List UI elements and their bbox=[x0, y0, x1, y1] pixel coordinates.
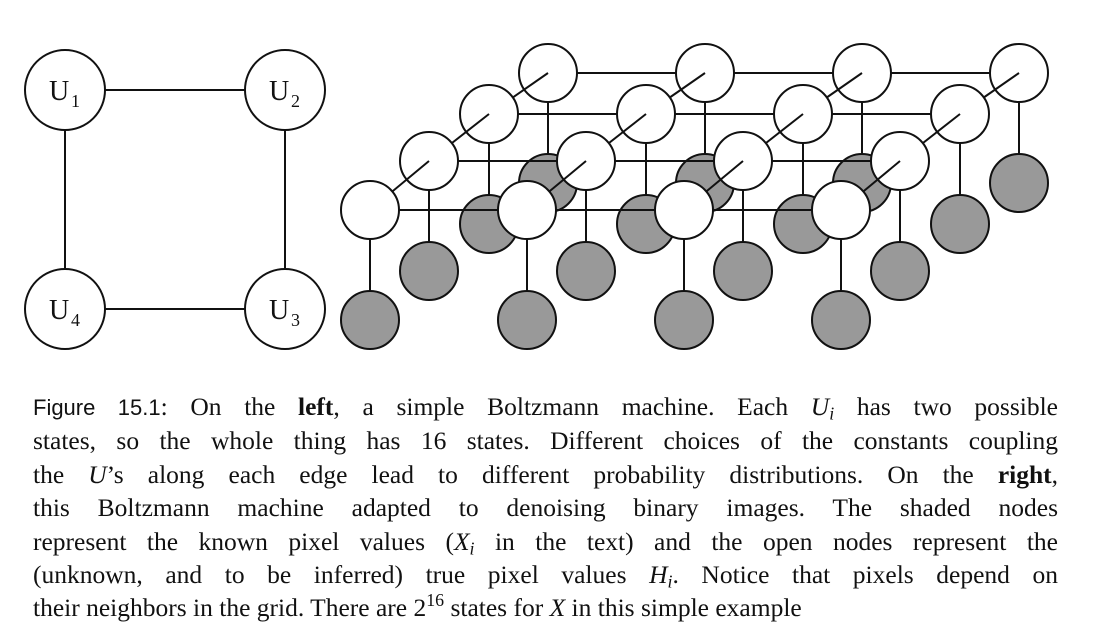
node-u4-subscript: 4 bbox=[71, 310, 80, 330]
figure-graphic: U 1 U 2 U 3 U 4 bbox=[24, 43, 1049, 350]
node-u1: U 1 bbox=[24, 49, 106, 131]
node-u2: U 2 bbox=[244, 49, 326, 131]
node-u1-subscript: 1 bbox=[71, 91, 80, 111]
grid-row-3 bbox=[399, 113, 961, 301]
node-u2-letter: U bbox=[269, 76, 289, 107]
observed-pixel-node bbox=[340, 290, 400, 350]
observed-pixel-node bbox=[989, 153, 1049, 213]
node-u3-subscript: 3 bbox=[291, 310, 300, 330]
caption-line-7: their neighbors in the grid. There are 2… bbox=[33, 590, 802, 623]
caption-line-5: represent the known pixel values (Xi in … bbox=[33, 526, 1058, 559]
node-u4-letter: U bbox=[49, 295, 69, 326]
caption-line-3: the U’s along each edge lead to differen… bbox=[33, 459, 1059, 489]
node-u1-letter: U bbox=[49, 76, 69, 107]
simple-boltzmann-machine: U 1 U 2 U 3 U 4 bbox=[24, 49, 326, 350]
bold-right: right bbox=[997, 459, 1052, 489]
observed-pixel-node bbox=[654, 290, 714, 350]
observed-pixel-node bbox=[870, 241, 930, 301]
node-u3-letter: U bbox=[269, 295, 289, 326]
hidden-pixel-node bbox=[811, 180, 871, 240]
observed-pixel-node bbox=[556, 241, 616, 301]
caption-line-2: states, so the whole thing has 16 states… bbox=[33, 426, 1058, 456]
hidden-pixel-node bbox=[340, 180, 400, 240]
observed-pixel-node bbox=[713, 241, 773, 301]
node-u4: U 4 bbox=[24, 268, 106, 350]
hidden-pixel-node bbox=[654, 180, 714, 240]
caption-line-6: (unknown, and to be inferred) true pixel… bbox=[33, 560, 1058, 592]
node-u3: U 3 bbox=[244, 268, 326, 350]
grid-row-4 bbox=[340, 160, 901, 350]
bold-left: left bbox=[298, 392, 334, 421]
node-u2-subscript: 2 bbox=[291, 91, 300, 111]
caption-line-1: Figure 15.1: On the left, a simple Boltz… bbox=[33, 392, 1059, 424]
caption-line-4: this Boltzmann machine adapted to denois… bbox=[33, 493, 1058, 523]
observed-pixel-node bbox=[497, 290, 557, 350]
observed-pixel-node bbox=[811, 290, 871, 350]
figure-label: Figure 15.1 bbox=[33, 395, 161, 420]
observed-pixel-node bbox=[399, 241, 459, 301]
observed-pixel-node bbox=[930, 194, 990, 254]
hidden-pixel-node bbox=[497, 180, 557, 240]
denoising-boltzmann-grid bbox=[340, 43, 1049, 350]
figure-caption: Figure 15.1: On the left, a simple Boltz… bbox=[33, 390, 1058, 625]
